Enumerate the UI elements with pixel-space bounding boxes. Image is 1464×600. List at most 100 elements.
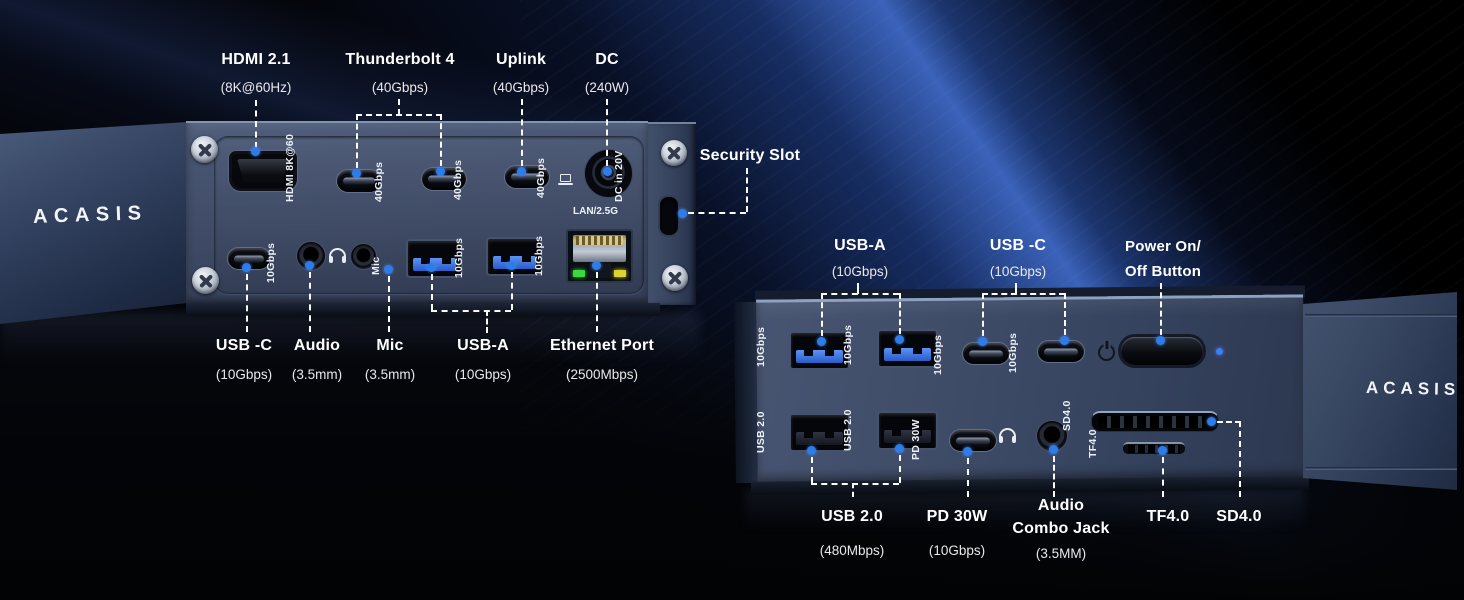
callout-line-security-h bbox=[688, 212, 746, 214]
usb-a-front-print-2: 10Gbps bbox=[842, 324, 854, 365]
hdmi-port-print: HDMI 8K@60 bbox=[284, 133, 296, 202]
usb-c-front-port-1 bbox=[962, 342, 1010, 365]
callout-dot-mic bbox=[384, 265, 393, 274]
sublabel-usb2: (480Mbps) bbox=[819, 543, 885, 558]
sublabel-ethernet: (2500Mbps) bbox=[565, 367, 639, 382]
callout-line-ethernet bbox=[596, 272, 598, 332]
callout-stem-thunderbolt bbox=[398, 99, 400, 115]
label-usba-front: USB-A bbox=[834, 237, 886, 254]
label-security-slot: Security Slot bbox=[699, 147, 801, 164]
usb2-print-1: USB 2.0 bbox=[755, 411, 767, 453]
left-device-base-edge bbox=[186, 303, 660, 316]
usb-c-front-print-1: 10Gbps bbox=[932, 334, 944, 375]
screw-icon bbox=[192, 267, 219, 294]
callout-dot-pd bbox=[963, 447, 972, 456]
callout-line-usba-front-1 bbox=[821, 293, 823, 336]
sublabel-usba-front: (10Gbps) bbox=[831, 264, 889, 279]
brand-logo-right: ACASIS bbox=[1365, 378, 1461, 399]
usb2-print-2: USB 2.0 bbox=[842, 409, 854, 451]
sd-card-slot bbox=[1091, 411, 1219, 432]
callout-bracket-usba-front bbox=[821, 293, 899, 295]
callout-dot-power bbox=[1156, 336, 1165, 345]
ethernet-led-yellow bbox=[614, 270, 626, 277]
callout-dot-usb2-2 bbox=[895, 444, 904, 453]
power-led bbox=[1216, 348, 1223, 355]
label-thunderbolt4: Thunderbolt 4 bbox=[345, 51, 455, 68]
usb-a-front-print-1: 10Gbps bbox=[755, 326, 767, 367]
label-combo-line1: Audio bbox=[1037, 497, 1085, 514]
callout-dot-usbc-front-2 bbox=[1060, 336, 1069, 345]
callout-line-power bbox=[1160, 283, 1162, 335]
callout-dot-security bbox=[678, 209, 687, 218]
label-dc: DC bbox=[595, 51, 619, 68]
callout-dot-usba-front-2 bbox=[895, 335, 904, 344]
callout-line-pd bbox=[967, 458, 969, 497]
callout-line-sd-h bbox=[1217, 421, 1241, 423]
callout-dot-usba-front-1 bbox=[817, 337, 826, 346]
uplink-print: 40Gbps bbox=[535, 157, 547, 198]
callout-bracket-usba-rear bbox=[431, 310, 511, 312]
callout-line-mic bbox=[388, 276, 390, 332]
tf-print: TF4.0 bbox=[1087, 429, 1099, 458]
usb-a-rear-print-2: 10Gbps bbox=[533, 235, 545, 276]
callout-line-usb2-2 bbox=[899, 455, 901, 483]
callout-dot-combo bbox=[1049, 445, 1058, 454]
sublabel-pd30w: (10Gbps) bbox=[928, 543, 986, 558]
sd-print: SD4.0 bbox=[1061, 400, 1073, 431]
label-hdmi: HDMI 2.1 bbox=[221, 51, 291, 68]
callout-dot-usb2-1 bbox=[807, 446, 816, 455]
callout-dot-ethernet bbox=[592, 261, 601, 270]
callout-line-usbc-front-1 bbox=[982, 293, 984, 336]
label-uplink: Uplink bbox=[495, 51, 547, 68]
sublabel-dc: (240W) bbox=[584, 80, 630, 95]
callout-line-usbc-front-2 bbox=[1064, 293, 1066, 335]
label-audio: Audio bbox=[293, 337, 341, 354]
callout-dot-usba-rear-2 bbox=[507, 261, 516, 270]
callout-bracket-usbc-front bbox=[982, 293, 1065, 295]
label-usb2: USB 2.0 bbox=[821, 508, 883, 525]
label-usba-rear: USB-A bbox=[457, 337, 509, 354]
security-slot bbox=[658, 195, 680, 237]
sublabel-mic: (3.5mm) bbox=[364, 367, 416, 382]
label-usbc-rear: USB -C bbox=[215, 337, 273, 354]
usb-a-front-port-2 bbox=[877, 329, 938, 368]
thunderbolt4-print-1: 40Gbps bbox=[373, 161, 385, 202]
ethernet-contacts bbox=[573, 235, 626, 262]
screw-icon bbox=[661, 140, 687, 166]
callout-line-usbc-rear bbox=[246, 274, 248, 332]
headphone-icon bbox=[329, 248, 346, 263]
label-sd40: SD4.0 bbox=[1216, 508, 1262, 525]
callout-line-security bbox=[746, 168, 748, 212]
label-mic: Mic bbox=[376, 337, 404, 354]
callout-dot-thunderbolt-1 bbox=[352, 169, 361, 178]
callout-bracket-usb2 bbox=[811, 483, 899, 485]
tf-card-slot bbox=[1123, 442, 1185, 454]
right-device-front-panel bbox=[756, 294, 1305, 484]
screw-icon bbox=[662, 265, 688, 291]
callout-stem-usb2 bbox=[852, 483, 854, 497]
callout-dot-uplink bbox=[517, 167, 526, 176]
headphone-icon bbox=[999, 428, 1016, 443]
usb-a-rear-print-1: 10Gbps bbox=[453, 237, 465, 278]
callout-dot-sd bbox=[1207, 417, 1216, 426]
sublabel-usbc-rear: (10Gbps) bbox=[215, 367, 273, 382]
callout-line-thunderbolt-1 bbox=[356, 114, 358, 168]
callout-dot-dc bbox=[603, 167, 612, 176]
sublabel-usba-rear: (10Gbps) bbox=[454, 367, 512, 382]
sublabel-usbc-front: (10Gbps) bbox=[989, 264, 1047, 279]
callout-dot-usba-rear-1 bbox=[427, 263, 436, 272]
power-icon bbox=[1098, 344, 1115, 361]
usb-c-front-print-2: 10Gbps bbox=[1007, 332, 1019, 373]
sublabel-audio: (3.5mm) bbox=[291, 367, 343, 382]
callout-line-dc bbox=[606, 99, 608, 166]
ethernet-print: LAN/2.5G bbox=[573, 206, 619, 217]
label-combo-line2: Combo Jack bbox=[1012, 520, 1110, 537]
callout-bracket-thunderbolt bbox=[356, 114, 442, 116]
mic-jack-print: Mic bbox=[370, 256, 382, 275]
ethernet-led-green bbox=[573, 270, 585, 277]
label-power-line1: Power On/ bbox=[1125, 238, 1201, 255]
callout-dot-audio bbox=[305, 261, 314, 270]
label-power-line2: Off Button bbox=[1124, 263, 1202, 280]
sublabel-combo: (3.5MM) bbox=[1035, 546, 1087, 561]
